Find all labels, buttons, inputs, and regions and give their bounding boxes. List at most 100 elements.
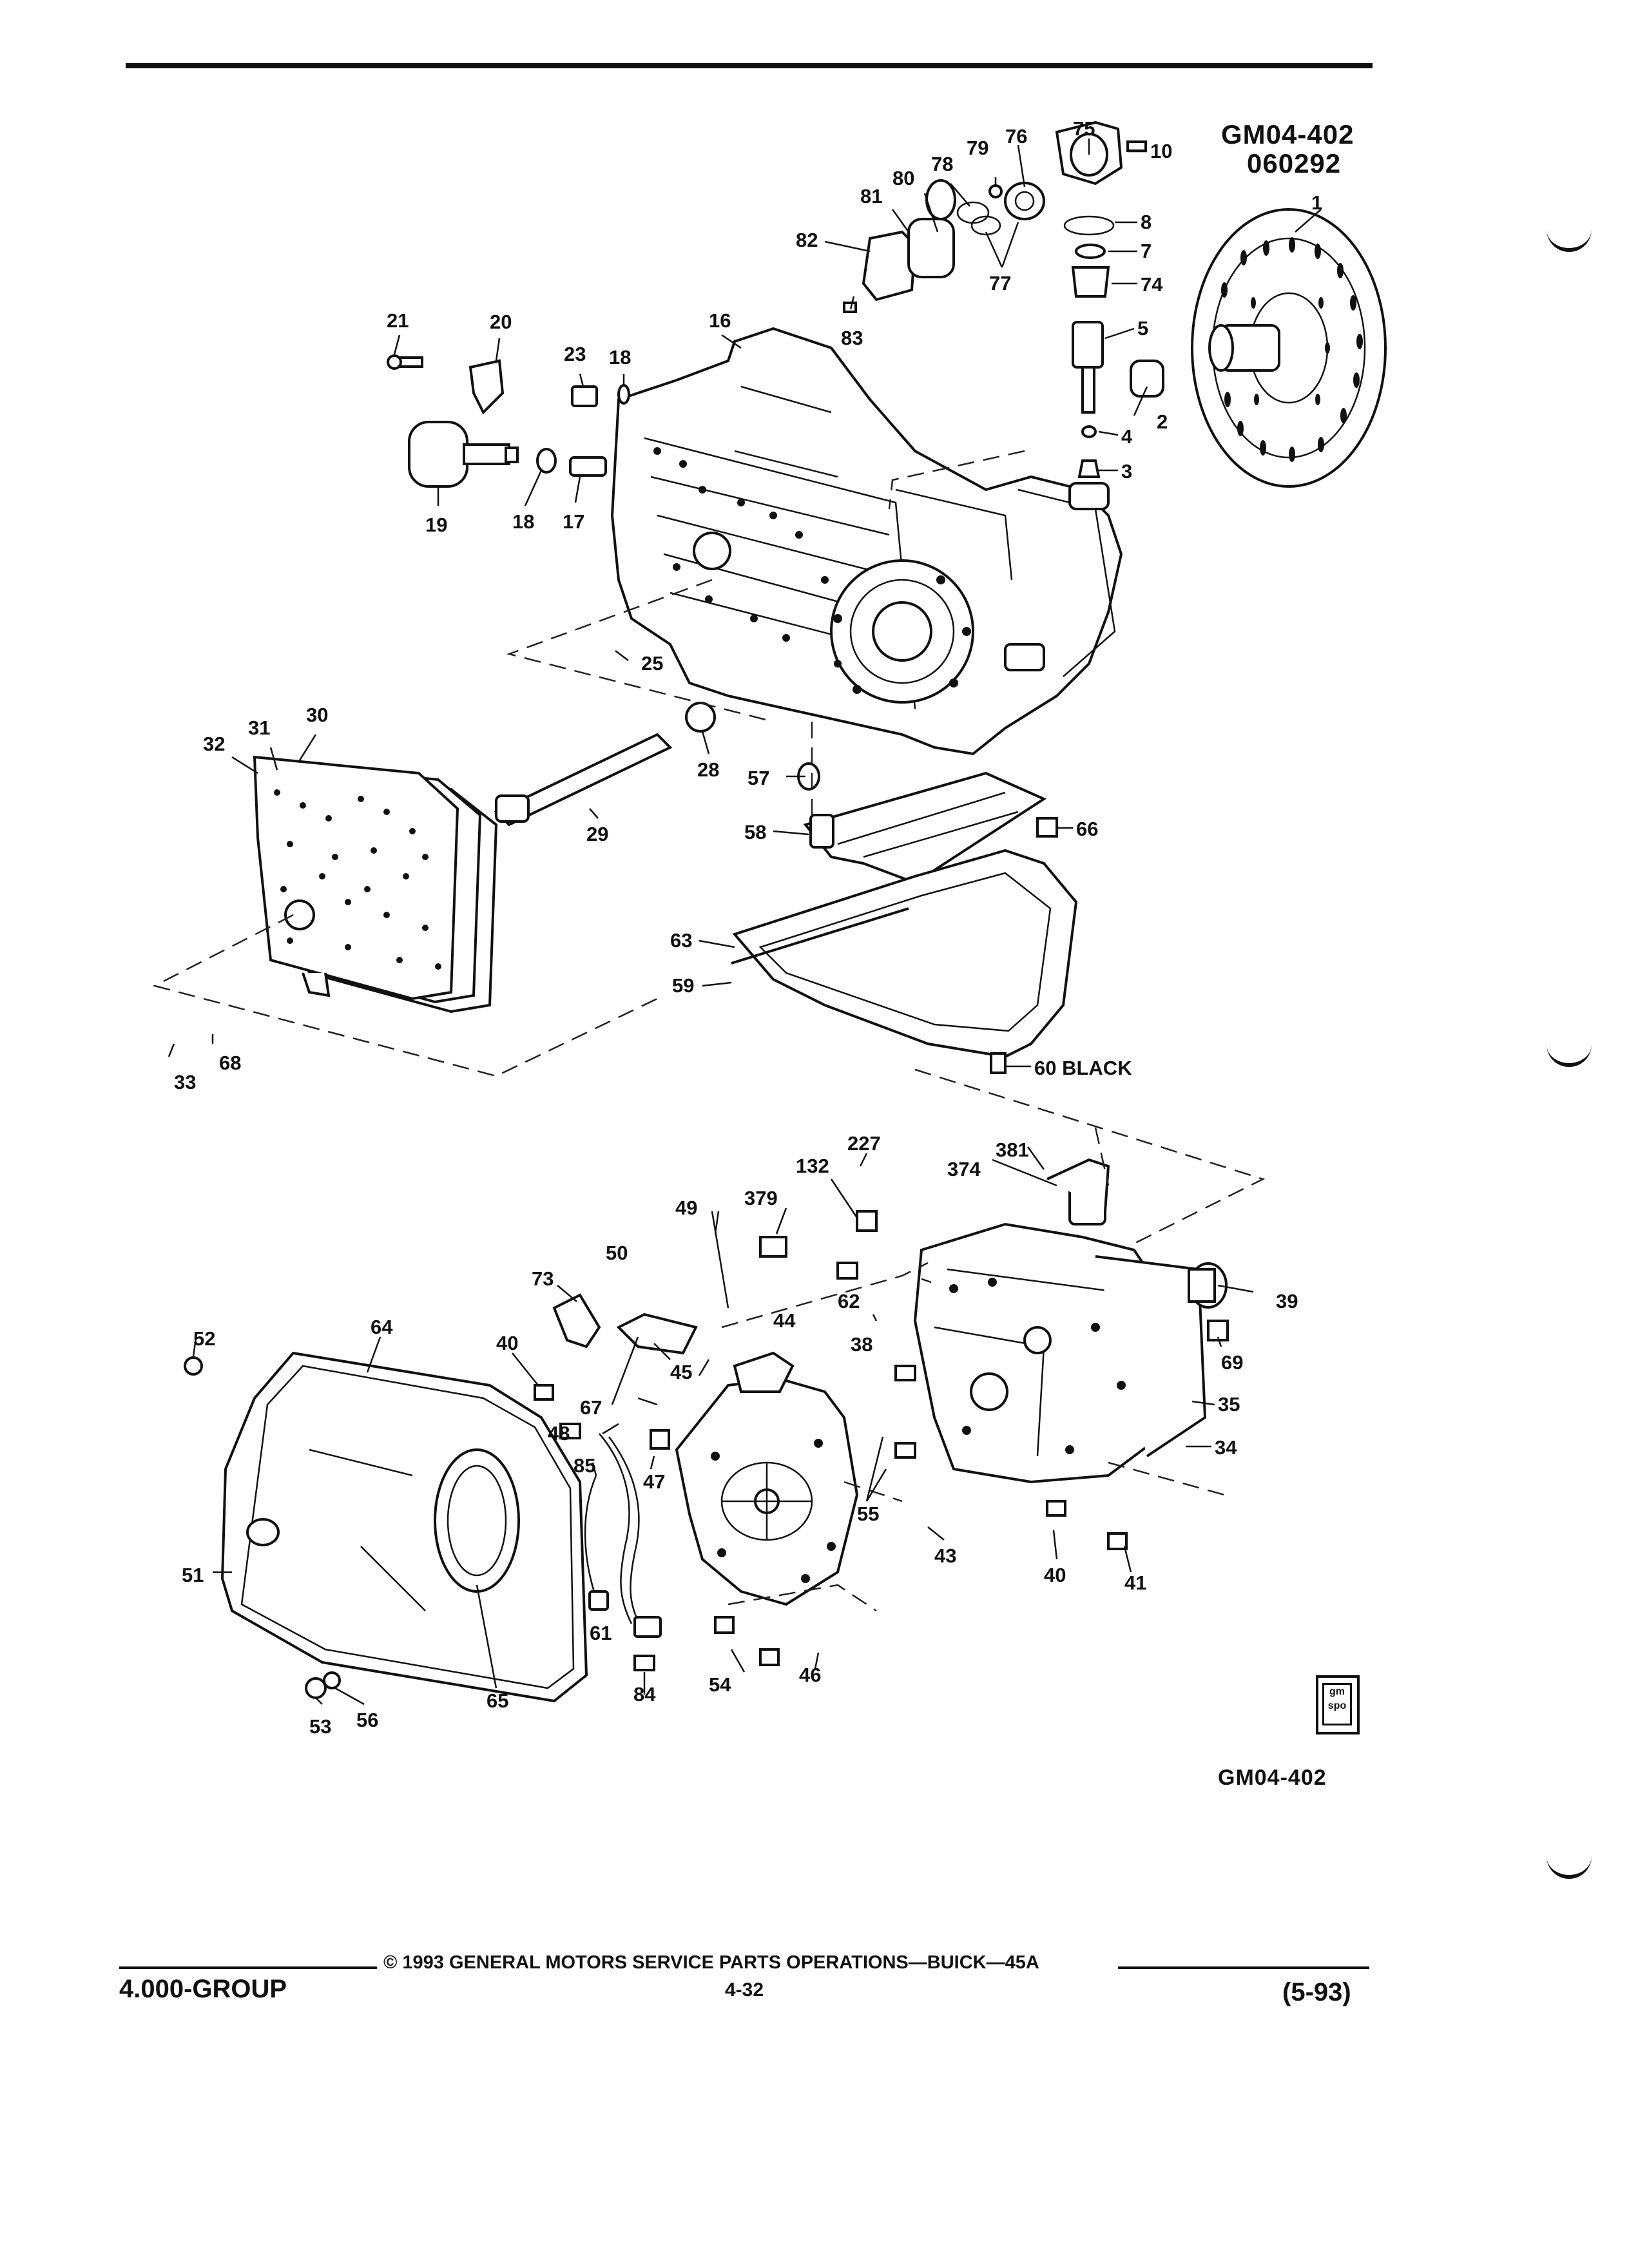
figure-code-bottom: GM04-402 — [1218, 1765, 1327, 1790]
leader-lines — [168, 139, 1322, 1706]
torque-converter — [1191, 208, 1387, 488]
callout-66: 66 — [1076, 818, 1098, 840]
callout-132: 132 — [796, 1155, 829, 1177]
transmission-case — [610, 327, 1123, 756]
callout-74: 74 — [1141, 273, 1163, 296]
callout-30: 30 — [306, 704, 328, 726]
callout-40-left: 40 — [496, 1332, 518, 1354]
callout-84: 84 — [633, 1683, 656, 1706]
callout-2: 2 — [1157, 410, 1168, 433]
callout-60: 60 BLACK — [1034, 1057, 1132, 1079]
binder-mark-1 — [1547, 229, 1592, 252]
callout-34: 34 — [1215, 1436, 1237, 1459]
footer-group: 4.000-GROUP — [119, 1975, 287, 2003]
case-side-cover — [184, 1351, 588, 1703]
callout-45: 45 — [670, 1361, 692, 1383]
callout-18-lower: 18 — [512, 510, 534, 533]
callout-49: 49 — [675, 1196, 697, 1219]
callout-38: 38 — [851, 1333, 872, 1356]
callout-labels: 1 2 3 4 5 74 7 8 10 75 76 79 78 80 81 82… — [174, 117, 1322, 1738]
callout-69: 69 — [1221, 1351, 1243, 1374]
callout-62: 62 — [838, 1290, 860, 1312]
callout-31: 31 — [248, 716, 270, 739]
callout-46: 46 — [799, 1664, 821, 1686]
callout-25: 25 — [641, 652, 663, 675]
callout-52: 52 — [193, 1327, 215, 1350]
callout-5: 5 — [1137, 317, 1148, 340]
callout-75: 75 — [1073, 117, 1095, 140]
callout-50: 50 — [606, 1242, 628, 1264]
callout-28: 28 — [697, 758, 719, 781]
callout-53: 53 — [309, 1715, 331, 1738]
footer-copyright: © 1993 GENERAL MOTORS SERVICE PARTS OPER… — [383, 1952, 1039, 1973]
callout-32: 32 — [203, 733, 225, 755]
callout-47: 47 — [643, 1470, 665, 1493]
callout-65: 65 — [487, 1689, 508, 1712]
callout-79: 79 — [967, 137, 988, 159]
callout-82: 82 — [796, 229, 818, 251]
callout-7: 7 — [1141, 240, 1152, 262]
wiring-harness — [559, 1423, 662, 1671]
callout-43: 43 — [934, 1544, 956, 1567]
callout-4: 4 — [1121, 425, 1133, 448]
callout-59: 59 — [672, 974, 694, 997]
callout-8: 8 — [1141, 211, 1152, 233]
callout-1: 1 — [1311, 191, 1322, 214]
footer-rule-left — [119, 1966, 377, 1969]
gm-spo-logo-mark: gm spo — [1322, 1683, 1352, 1725]
callout-40-right: 40 — [1044, 1564, 1066, 1586]
top-rule — [126, 63, 1373, 68]
figure-date: 060292 — [1247, 148, 1342, 178]
callout-56: 56 — [356, 1709, 378, 1731]
callout-55: 55 — [857, 1503, 879, 1525]
footer-page-number: 4-32 — [725, 1979, 764, 2001]
callout-73: 73 — [532, 1267, 554, 1290]
callout-76: 76 — [1005, 125, 1027, 148]
callout-51: 51 — [182, 1564, 204, 1586]
pressure-switch-group — [387, 354, 630, 488]
callout-374: 374 — [947, 1158, 981, 1180]
callout-29: 29 — [586, 823, 608, 845]
callout-20: 20 — [490, 311, 512, 333]
callout-63: 63 — [670, 929, 692, 952]
callout-381: 381 — [996, 1139, 1029, 1161]
binder-mark-3 — [1547, 1856, 1592, 1879]
binder-mark-2 — [1547, 1044, 1592, 1067]
pump-assembly — [913, 1158, 1229, 1484]
callout-54: 54 — [709, 1673, 731, 1696]
callout-16: 16 — [709, 309, 731, 332]
callout-80: 80 — [892, 167, 914, 189]
callout-77: 77 — [989, 272, 1011, 294]
callout-10: 10 — [1150, 140, 1172, 162]
brackets-and-bolts — [534, 1210, 1128, 1666]
callout-17: 17 — [563, 510, 584, 533]
callout-81: 81 — [860, 185, 882, 207]
callout-85: 85 — [574, 1454, 595, 1477]
callout-57: 57 — [747, 767, 769, 789]
footer-revision: (5-93) — [1282, 1978, 1351, 2006]
callout-379: 379 — [744, 1187, 778, 1209]
callout-48: 48 — [548, 1422, 570, 1445]
callout-227: 227 — [847, 1132, 881, 1155]
callout-83: 83 — [841, 327, 863, 349]
callout-23: 23 — [564, 343, 586, 365]
callout-61: 61 — [590, 1622, 612, 1644]
figure-code: GM04-402 — [1221, 119, 1354, 149]
callout-67: 67 — [580, 1396, 602, 1419]
callout-58: 58 — [744, 821, 766, 843]
speedometer-gear-stack — [843, 120, 1164, 478]
callout-18-upper: 18 — [609, 346, 631, 369]
filter-and-pan — [731, 771, 1078, 1074]
callout-19: 19 — [425, 514, 447, 536]
gm-spo-logo: gm spo — [1316, 1675, 1360, 1735]
callout-68: 68 — [219, 1052, 241, 1074]
callout-44: 44 — [773, 1309, 796, 1332]
callout-39: 39 — [1276, 1290, 1298, 1312]
callout-21: 21 — [387, 309, 409, 332]
callout-78: 78 — [931, 153, 953, 175]
callout-64: 64 — [371, 1316, 393, 1338]
footer-rule-right — [1118, 1966, 1369, 1969]
callout-3: 3 — [1121, 460, 1132, 483]
control-valve-body — [675, 1351, 859, 1606]
